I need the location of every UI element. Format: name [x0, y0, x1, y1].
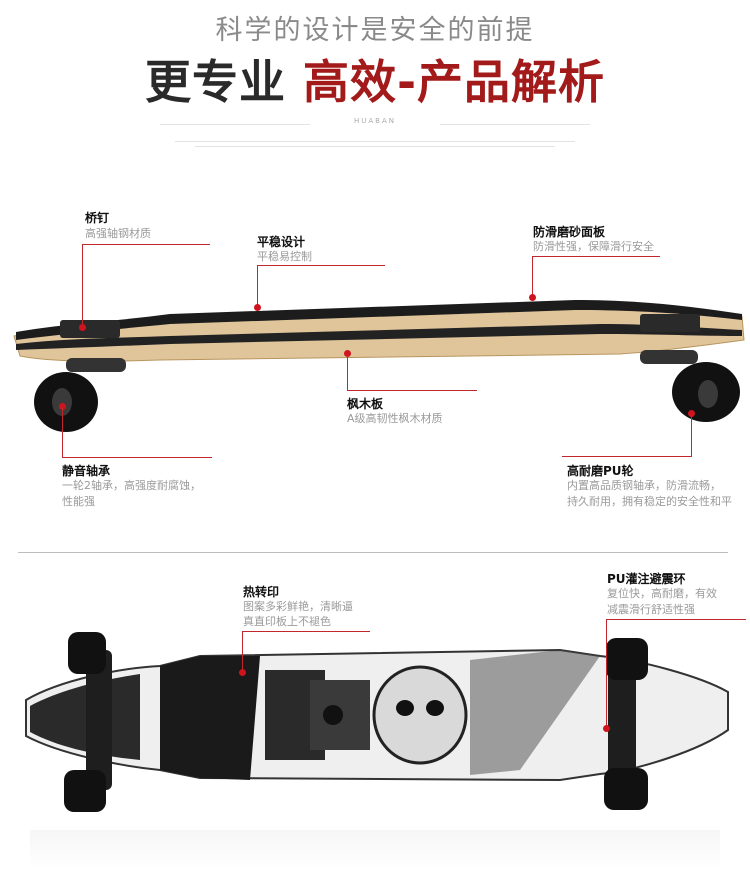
- callout-wheel-desc-1: 内置高品质钢轴承，防滑流畅，: [567, 479, 721, 492]
- section-divider: [18, 552, 728, 553]
- header-divider-bottom: [175, 141, 575, 142]
- callout-line-h: [532, 256, 660, 257]
- callout-line-h: [347, 390, 477, 391]
- callout-bearing-desc-2: 性能强: [62, 495, 95, 508]
- board-reflection: [30, 830, 720, 870]
- callout-bridge-nail-title: 桥钉: [85, 211, 110, 225]
- callout-line-h: [82, 244, 210, 245]
- callout-dot: [254, 304, 261, 311]
- skateboard-bottom-view: [25, 632, 729, 812]
- callout-stable-title: 平稳设计: [257, 235, 306, 249]
- callout-line-h: [562, 456, 692, 457]
- callout-dot: [344, 350, 351, 357]
- callout-wheel-title: 高耐磨PU轮: [567, 464, 634, 478]
- header-divider-right: [440, 124, 590, 125]
- callout-line-v: [606, 619, 607, 727]
- callout-maple-desc: A级高韧性枫木材质: [347, 412, 443, 425]
- callout-dot: [239, 669, 246, 676]
- deck-graphic-left-pattern: [30, 674, 140, 760]
- callout-line-v: [532, 256, 533, 296]
- callout-heat-print-desc-2: 真直印板上不褪色: [243, 615, 331, 628]
- callout-heat-print-title: 热转印: [243, 585, 280, 599]
- deck-grip-top: [16, 300, 742, 340]
- callout-maple-title: 枫木板: [347, 397, 384, 411]
- wheel-bottom-left: [64, 770, 106, 812]
- brand-text: HUABAN: [353, 117, 396, 125]
- callout-bearing-title: 静音轴承: [62, 464, 111, 478]
- callout-line-v: [347, 354, 348, 390]
- wheel-top-right: [606, 638, 648, 680]
- truck-hanger-left: [66, 358, 126, 372]
- skull-graphic: [372, 665, 468, 765]
- callout-grip-desc: 防滑性强，保障滑行安全: [533, 240, 654, 253]
- callout-grip-title: 防滑磨砂面板: [533, 225, 606, 239]
- header-divider-left: [160, 124, 310, 125]
- header-divider-bottom-2: [195, 146, 555, 147]
- truck-base-right: [640, 314, 700, 332]
- callout-line-v: [691, 414, 692, 456]
- deck-stripe-dark: [16, 324, 742, 350]
- skull-eye-left: [396, 700, 414, 716]
- callout-pu-ring-desc-1: 复位快，高耐磨，有效: [607, 587, 717, 600]
- callout-line-h: [606, 619, 746, 620]
- callout-line-v: [82, 244, 83, 326]
- wheel-right-hub: [698, 380, 718, 408]
- callout-pu-ring-title: PU灌注避震环: [607, 572, 686, 586]
- page-title: 更专业 高效-产品解析: [0, 46, 750, 112]
- callout-stable-desc: 平稳易控制: [257, 250, 312, 263]
- callout-dot: [79, 324, 86, 331]
- truck-left: [86, 650, 112, 790]
- callout-pu-ring-desc-2: 减震滑行舒适性强: [607, 603, 695, 616]
- title-part-2: 高效-产品解析: [302, 55, 606, 109]
- skateboard-side-view: [13, 300, 745, 432]
- truck-hanger-right: [640, 350, 698, 364]
- truck-base-left: [60, 320, 120, 338]
- callout-line-h: [62, 457, 212, 458]
- deck-graphic-stripes: [470, 650, 600, 775]
- callout-dot: [603, 725, 610, 732]
- callout-dot: [688, 410, 695, 417]
- callout-dot: [59, 403, 66, 410]
- callout-heat-print-desc-1: 图案多彩鲜艳，清晰逼: [243, 600, 353, 613]
- callout-line-h: [257, 265, 385, 266]
- emblem-graphic: [323, 705, 343, 725]
- truck-right: [608, 654, 636, 788]
- header-subtitle: 科学的设计是安全的前提: [215, 15, 535, 46]
- wheel-bottom-right: [604, 768, 648, 810]
- callout-dot: [529, 294, 536, 301]
- wheel-left-hub: [52, 388, 72, 416]
- callout-line-v: [257, 265, 258, 307]
- callout-bearing-desc-1: 一轮2轴承，高强度耐腐蚀，: [62, 479, 201, 492]
- callout-line-v: [62, 407, 63, 457]
- callout-line-v: [242, 631, 243, 671]
- callout-line-h: [242, 631, 370, 632]
- deck-graphic-dark-band: [160, 656, 260, 780]
- callout-wheel-desc-2: 持久耐用，拥有稳定的安全性和平: [567, 495, 732, 508]
- wheel-top-left: [68, 632, 106, 674]
- skull-eye-right: [426, 700, 444, 716]
- title-part-1: 更专业: [144, 55, 303, 109]
- callout-bridge-nail-desc: 高强轴钢材质: [85, 227, 151, 240]
